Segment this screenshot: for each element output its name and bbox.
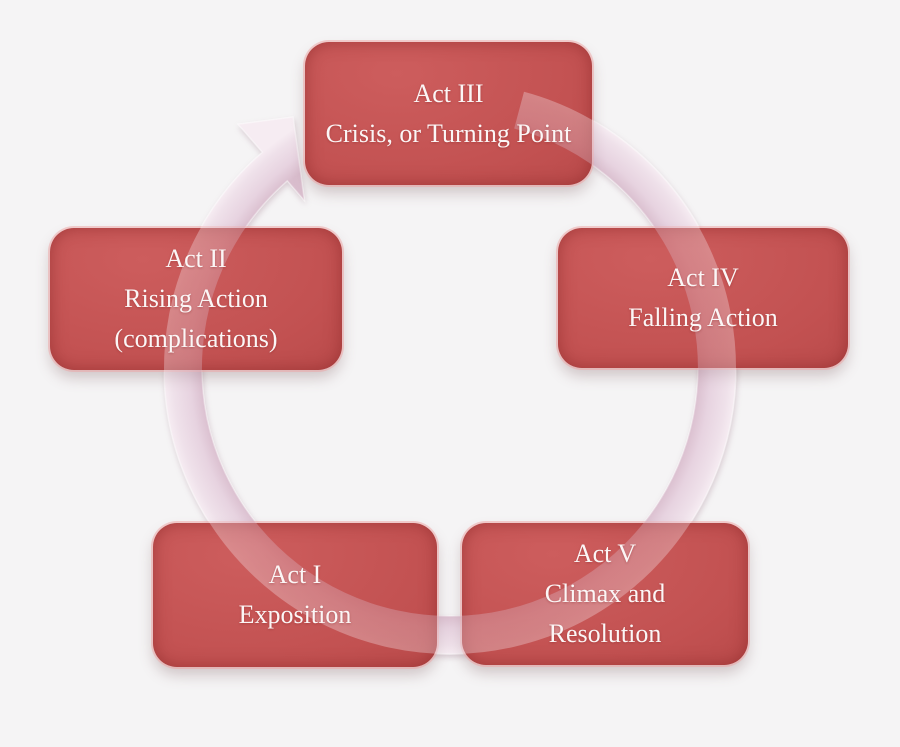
node-act-2-title: Act II xyxy=(165,244,227,273)
node-act-2-line: (complications) xyxy=(114,324,278,353)
node-act-3-line: Crisis, or Turning Point xyxy=(325,118,572,148)
node-act-1-title: Act I xyxy=(268,560,322,589)
node-act-2-label: Act II Rising Action (complications) xyxy=(50,228,342,370)
node-act-1-label: Act I Exposition xyxy=(153,523,437,667)
node-act-2-line: Rising Action xyxy=(124,284,268,313)
node-act-5-title: Act V xyxy=(573,539,637,568)
node-act-1-line: Exposition xyxy=(238,600,352,629)
node-act-3-title: Act III xyxy=(413,78,484,108)
node-act-5-label: Act V Climax and Resolution xyxy=(462,523,748,665)
node-act-4-label: Act IV Falling Action xyxy=(558,228,848,368)
node-act-5-line: Resolution xyxy=(548,619,662,648)
node-act-4-line: Falling Action xyxy=(628,303,778,332)
node-act-5-line: Climax and xyxy=(544,579,666,608)
node-act-4-title: Act IV xyxy=(667,263,739,292)
node-act-3-label: Act III Crisis, or Turning Point xyxy=(305,42,592,185)
